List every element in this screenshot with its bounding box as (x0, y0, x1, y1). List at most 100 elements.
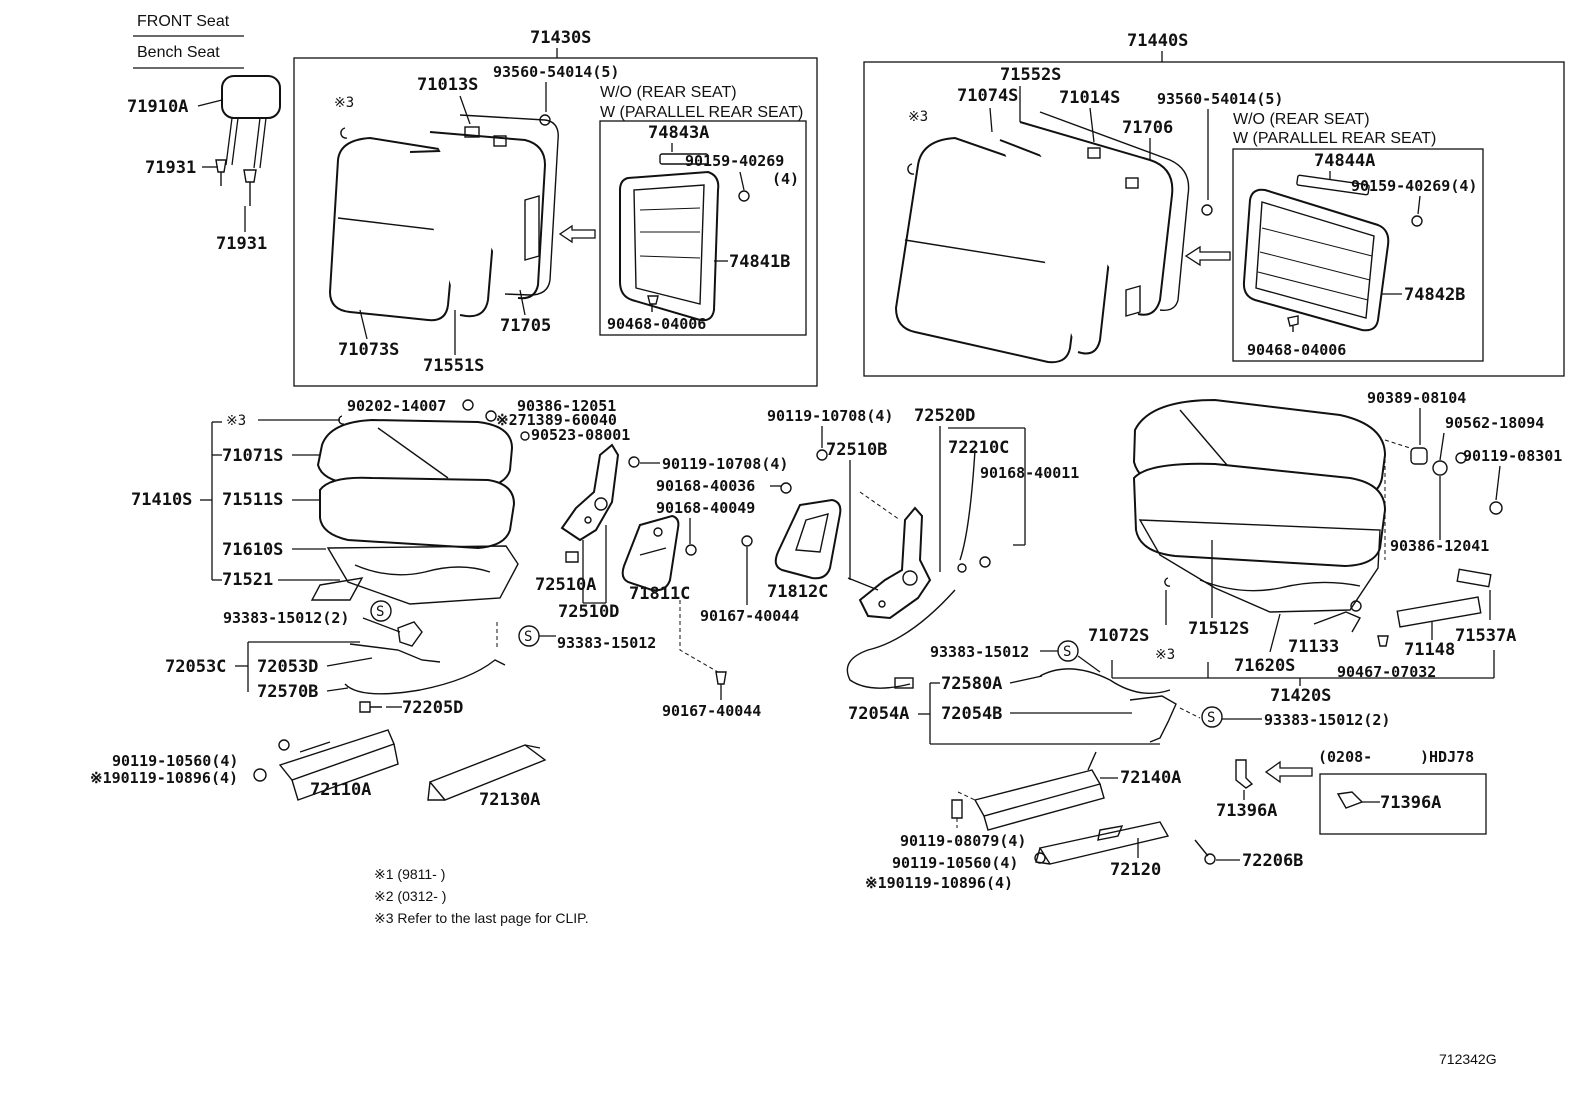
label-72130A: 72130A (479, 790, 540, 810)
nut-icon (462, 399, 474, 411)
leader (1269, 613, 1281, 653)
w-parallel-rear-seat-1: W (PARALLEL REAR SEAT) (600, 104, 803, 121)
leader (197, 99, 223, 107)
label-90119-10560-a: 90119-10560(4) (112, 752, 238, 770)
nut-icon (685, 544, 697, 556)
leader (359, 309, 368, 340)
bolt-icon (628, 456, 640, 468)
label-93560-2: 93560-54014(5) (1157, 90, 1283, 108)
cable-end-icon (894, 677, 914, 689)
label-71610S: 71610S (222, 540, 283, 560)
rear-cover-left (619, 170, 720, 322)
label-71396A-b: 71396A (1380, 793, 1441, 813)
label-93383-c: 93383-15012 (930, 643, 1029, 661)
label-90119-10896-b: ※190119-10896(4) (865, 874, 1013, 892)
bracket-icon (1336, 791, 1364, 809)
label-90467: 90467-07032 (1337, 663, 1436, 681)
latch-icon (1129, 695, 1177, 743)
grommet-icon (1410, 447, 1428, 465)
cable-icon (1039, 668, 1171, 695)
seat-rail-right-2 (1035, 821, 1170, 865)
label-72210C: 72210C (948, 438, 1009, 458)
s-mark-3: S (1063, 644, 1071, 660)
bolt-head-icon (1204, 853, 1216, 865)
label-72053C: 72053C (165, 657, 226, 677)
clip-icon (907, 163, 915, 175)
ref-3-b: ※3 (908, 109, 928, 125)
label-90168-40049: 90168-40049 (656, 499, 755, 517)
bolt-icon (359, 701, 382, 713)
s-mark: S (376, 604, 384, 620)
arrow-icon (1184, 245, 1231, 267)
header-subtitle: Bench Seat (137, 44, 220, 61)
bolt-icon (539, 114, 551, 126)
label-71133: 71133 (1288, 637, 1339, 657)
label-90523: 90523-08001 (531, 426, 630, 444)
arrow-icon (558, 224, 596, 244)
label-93383-b: 93383-15012 (557, 634, 656, 652)
label-90159-2: 90159-40269(4) (1351, 177, 1477, 195)
label-71910A: 71910A (127, 97, 188, 117)
label-72053D: 72053D (257, 657, 318, 677)
recliner-center (847, 506, 932, 620)
s-mark-4: S (1207, 710, 1215, 726)
leader (459, 95, 471, 125)
label-71931-b: 71931 (216, 234, 267, 254)
leader (519, 289, 526, 316)
clip-icon (1164, 577, 1171, 587)
label-71706: 71706 (1122, 118, 1173, 138)
label-90119-08079: 90119-08079(4) (900, 832, 1026, 850)
screw-icon (741, 535, 753, 547)
clip-icon (338, 415, 345, 425)
washer-icon (1455, 452, 1467, 464)
label-90168-40036: 90168-40036 (656, 477, 755, 495)
screw-icon (715, 671, 727, 685)
nut-icon (979, 556, 991, 568)
clip-icon (1287, 315, 1299, 332)
label-72580A: 72580A (941, 674, 1002, 694)
cable-icon (344, 659, 506, 695)
leader (1009, 675, 1043, 684)
leader (1179, 707, 1201, 719)
clip-icon (340, 127, 348, 139)
label-72110A: 72110A (310, 780, 371, 800)
bracket-icon (1235, 759, 1254, 789)
nut-icon (780, 482, 792, 494)
label-71551S: 71551S (423, 356, 484, 376)
label-72054A: 72054A (848, 704, 909, 724)
label-71071S: 71071S (222, 446, 283, 466)
label-90562: 90562-18094 (1445, 414, 1544, 432)
cover-71812C (774, 498, 842, 580)
leader (326, 687, 349, 692)
label-90202: 90202-14007 (347, 397, 446, 415)
ref-3-d: ※3 (1155, 647, 1175, 663)
screw-icon (738, 190, 750, 202)
trim-71148 (1396, 596, 1482, 628)
bolt-icon (1201, 204, 1213, 216)
label-90168-40011: 90168-40011 (980, 464, 1079, 482)
cushion-right (1132, 398, 1387, 613)
label-74844A: 74844A (1314, 151, 1375, 171)
rear-cover-right (1242, 188, 1390, 332)
label-93560-1: 93560-54014(5) (493, 63, 619, 81)
label-90119-10708-a: 90119-10708(4) (662, 455, 788, 473)
label-90159-1: 90159-40269 (685, 152, 784, 170)
latch-icon (397, 621, 423, 647)
s-mark-icon (370, 600, 392, 622)
clip-icon (1377, 635, 1389, 647)
clip-icon (647, 295, 659, 312)
seatback-box-right (863, 61, 1565, 377)
label-72510A: 72510A (535, 575, 596, 595)
label-74841B: 74841B (729, 252, 790, 272)
seat-rail-right (973, 751, 1105, 831)
guide-icon (243, 169, 257, 206)
label-71072S: 71072S (1088, 626, 1149, 646)
inset-box-hdj78 (1319, 773, 1487, 835)
note-3: ※3 Refer to the last page for CLIP. (374, 910, 589, 926)
bolt-icon (253, 768, 267, 782)
label-71013S: 71013S (417, 75, 478, 95)
s-mark-2: S (524, 629, 532, 645)
bolt-icon (1350, 600, 1362, 612)
leader (859, 491, 901, 521)
label-72510B: 72510B (826, 440, 887, 460)
